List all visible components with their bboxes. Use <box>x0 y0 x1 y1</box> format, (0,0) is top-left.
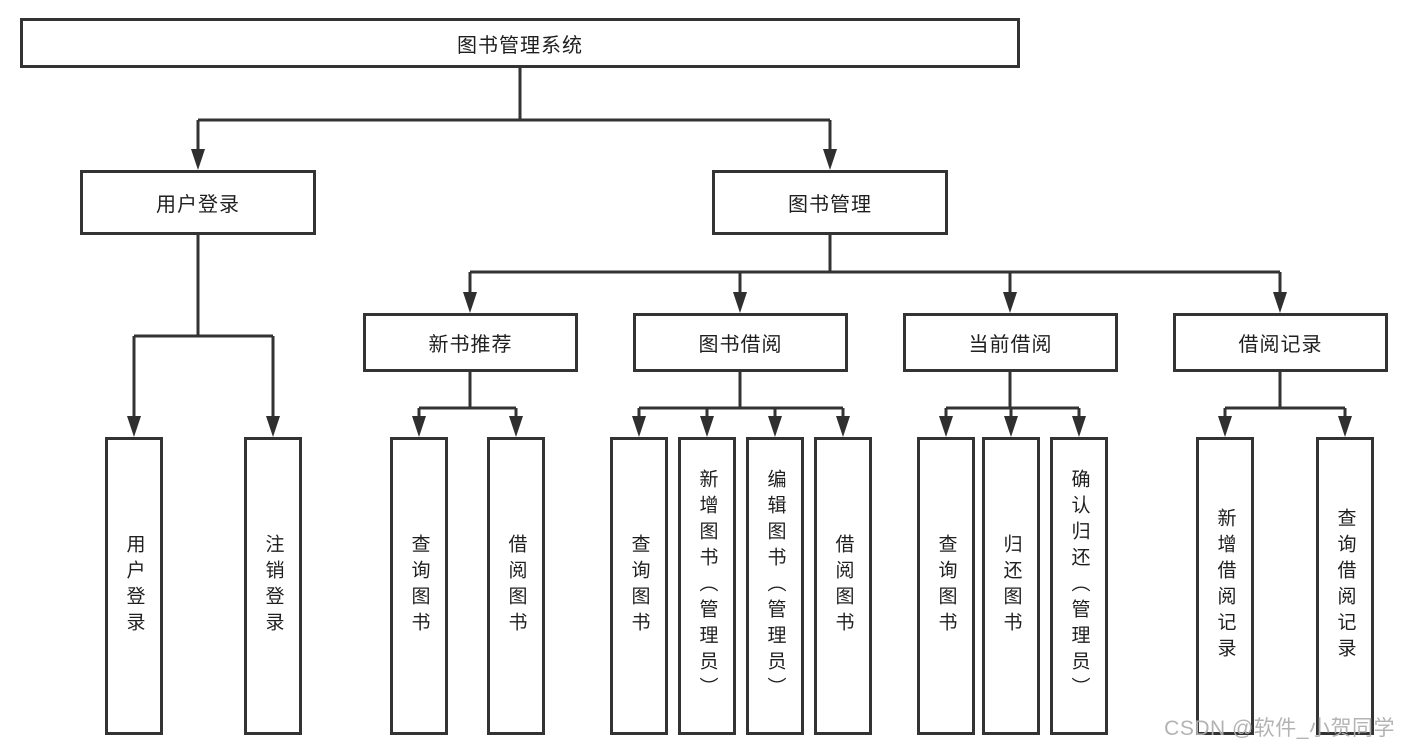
arrowhead <box>700 416 714 437</box>
leaf-edit-books-admin: 编辑图书（管理员） <box>746 437 804 735</box>
arrowhead <box>632 416 646 437</box>
arrowheads <box>127 149 1352 437</box>
connector-new-book-rec <box>417 372 518 424</box>
leaf-add-borrow-record-label: 新增借阅记录 <box>1214 508 1236 664</box>
node-book-borrowing-label: 图书借阅 <box>698 334 783 356</box>
leaf-borrow-books-label: 借阅图书 <box>832 534 854 638</box>
leaf-add-books-admin-label: 新增图书（管理员） <box>696 469 718 703</box>
arrowhead <box>1273 292 1287 313</box>
node-borrowing-records-label: 借阅记录 <box>1238 334 1323 356</box>
arrowhead <box>768 416 782 437</box>
leaf-add-borrow-record: 新增借阅记录 <box>1196 437 1254 735</box>
node-book-management: 图书管理 <box>712 170 948 235</box>
leaf-borrowing-query-books: 查询图书 <box>610 437 668 735</box>
arrowhead <box>823 149 837 170</box>
arrowhead <box>1338 416 1352 437</box>
arrowhead <box>463 292 477 313</box>
node-user-login: 用户登录 <box>80 170 316 235</box>
leaf-borrow-books: 借阅图书 <box>814 437 872 735</box>
leaf-borrowing-query-books-label: 查询图书 <box>628 534 650 638</box>
arrowhead <box>412 416 426 437</box>
leaf-return-books-label: 归还图书 <box>1000 534 1022 638</box>
arrowhead <box>127 416 141 437</box>
leaf-user-login-label: 用户登录 <box>123 534 145 638</box>
node-root-label: 图书管理系统 <box>457 34 583 57</box>
node-new-book-recommendation: 新书推荐 <box>363 313 578 372</box>
leaf-logout: 注销登录 <box>244 437 302 735</box>
leaf-current-query-books: 查询图书 <box>917 437 975 735</box>
arrowhead <box>733 292 747 313</box>
leaf-confirm-return-admin: 确认归还（管理员） <box>1050 437 1108 735</box>
leaf-query-borrow-records: 查询借阅记录 <box>1316 437 1374 735</box>
leaf-recommend-borrow-books-label: 借阅图书 <box>505 534 527 638</box>
leaf-recommend-query-books: 查询图书 <box>390 437 448 735</box>
node-new-book-recommendation-label: 新书推荐 <box>428 334 513 356</box>
arrowhead <box>1218 416 1232 437</box>
leaf-recommend-borrow-books: 借阅图书 <box>487 437 545 735</box>
leaf-return-books: 归还图书 <box>982 437 1040 735</box>
csdn-watermark: CSDN @软件_小贺同学 <box>1164 717 1395 740</box>
connector-user-login <box>132 235 275 424</box>
arrowhead <box>939 416 953 437</box>
leaf-edit-books-admin-label: 编辑图书（管理员） <box>764 469 786 703</box>
leaf-recommend-query-books-label: 查询图书 <box>408 534 430 638</box>
leaf-current-query-books-label: 查询图书 <box>935 534 957 638</box>
arrowhead <box>509 416 523 437</box>
node-user-login-label: 用户登录 <box>156 194 240 216</box>
connector-root <box>196 68 832 158</box>
arrowhead <box>191 149 205 170</box>
arrowhead <box>1004 416 1018 437</box>
node-current-borrowing: 当前借阅 <box>903 313 1118 372</box>
arrowhead <box>836 416 850 437</box>
connector-borrow-records <box>1223 372 1347 424</box>
arrowhead <box>1003 292 1017 313</box>
leaf-add-books-admin: 新增图书（管理员） <box>678 437 736 735</box>
leaf-query-borrow-records-label: 查询借阅记录 <box>1334 508 1356 664</box>
leaf-confirm-return-admin-label: 确认归还（管理员） <box>1068 469 1090 703</box>
node-borrowing-records: 借阅记录 <box>1173 313 1388 372</box>
leaf-user-login: 用户登录 <box>105 437 163 735</box>
arrowhead <box>1072 416 1086 437</box>
connector-book-mgmt <box>468 235 1282 300</box>
node-book-borrowing: 图书借阅 <box>633 313 848 372</box>
node-current-borrowing-label: 当前借阅 <box>968 334 1053 356</box>
leaf-logout-label: 注销登录 <box>262 534 284 638</box>
connector-book-borrow <box>637 372 845 424</box>
arrowhead <box>266 416 280 437</box>
node-root: 图书管理系统 <box>20 18 1020 68</box>
node-book-management-label: 图书管理 <box>788 194 872 216</box>
